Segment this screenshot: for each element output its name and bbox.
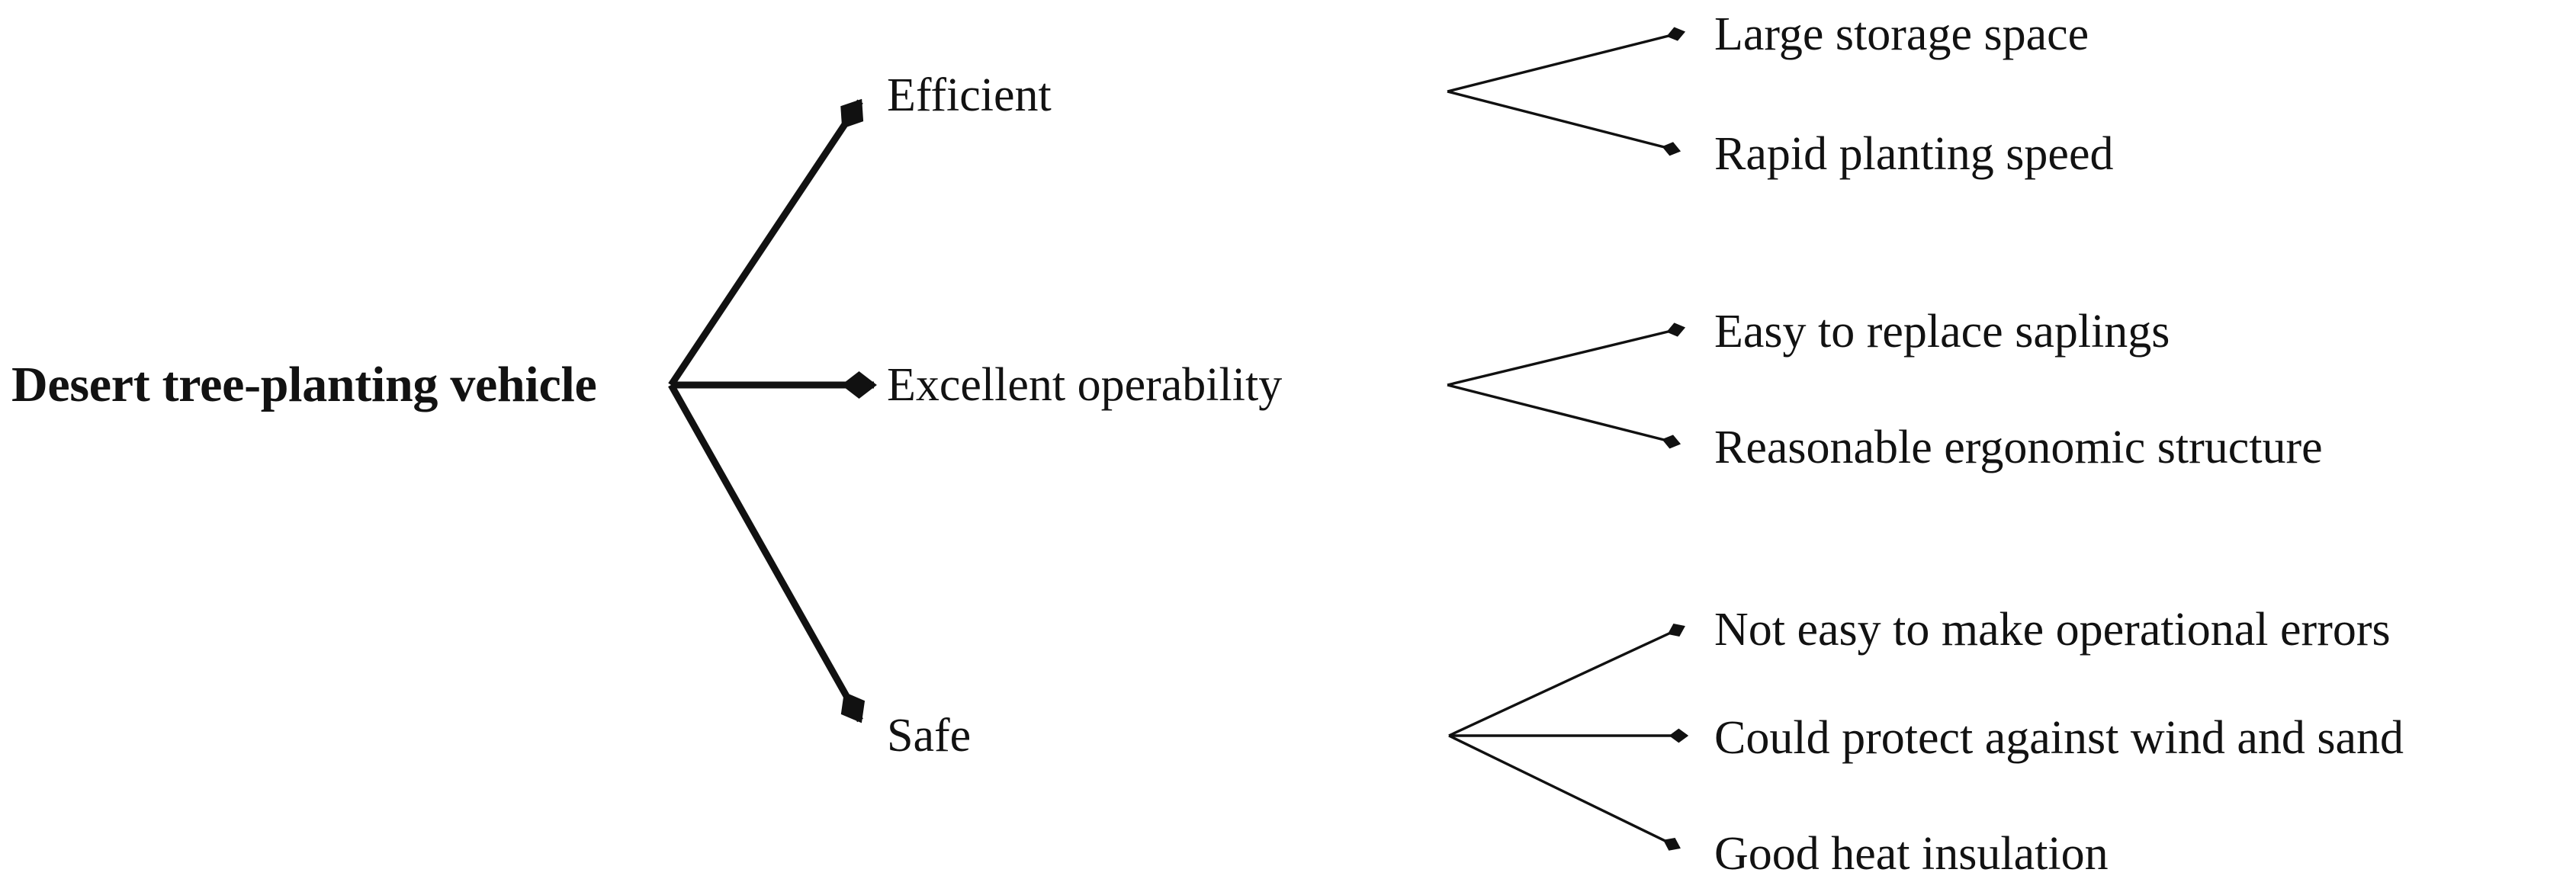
leaf-node-reasonable-ergonomic-structure: Reasonable ergonomic structure: [1714, 422, 2323, 473]
branch-node-efficient: Efficient: [887, 69, 1052, 121]
leaf-node-could-protect-against-wind-and-sand: Could protect against wind and sand: [1714, 712, 2404, 764]
branch3-edge-group: [1448, 623, 1689, 851]
branch-node-excellent-operability: Excellent operability: [887, 359, 1283, 411]
leaf-node-not-easy-to-make-operational-errors: Not easy to make operational errors: [1714, 604, 2391, 656]
edge-safe-to-not-easy-operational-errors: [1448, 623, 1685, 737]
leaf-node-rapid-planting-speed: Rapid planting speed: [1714, 128, 2114, 180]
edge-efficient-to-large-storage-space: [1447, 27, 1686, 93]
root-node-label: Desert tree-planting vehicle: [11, 357, 597, 412]
edge-root-to-safe: [668, 383, 866, 723]
edge-safe-to-good-heat-insulation: [1448, 734, 1681, 851]
edge-root-to-efficient: [668, 98, 864, 387]
edge-operability-to-easy-replace-saplings: [1447, 322, 1686, 387]
leaf-node-easy-to-replace-saplings: Easy to replace saplings: [1714, 306, 2170, 358]
root-edge-group: [668, 98, 877, 723]
branch-node-safe: Safe: [887, 710, 972, 762]
edge-operability-to-reasonable-ergonomic-structure: [1447, 383, 1681, 449]
edge-efficient-to-rapid-planting-speed: [1447, 90, 1681, 156]
branch2-edge-group: [1447, 322, 1686, 449]
branch1-edge-group: [1447, 27, 1686, 156]
leaf-node-large-storage-space: Large storage space: [1714, 8, 2089, 60]
leaf-node-good-heat-insulation: Good heat insulation: [1714, 828, 2109, 880]
